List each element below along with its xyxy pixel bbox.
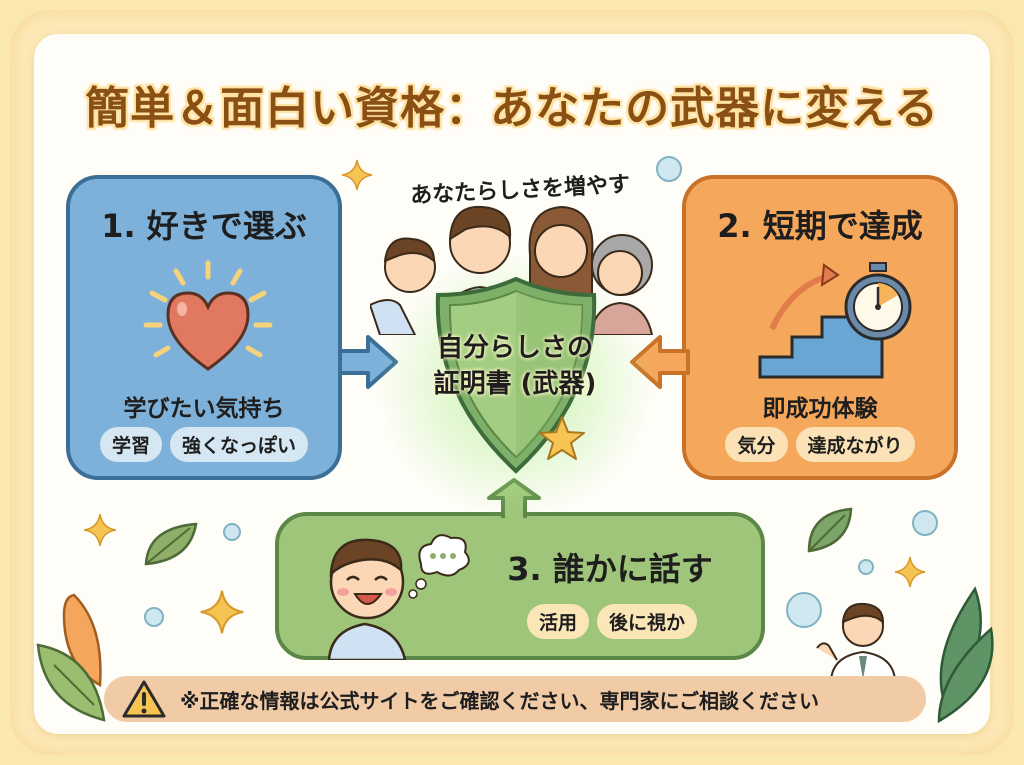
tag-pill: 達成ながり: [795, 427, 915, 462]
sparkle-icon: [341, 159, 373, 191]
bubble-icon: [144, 607, 164, 627]
leaves-corner-icon: [937, 586, 994, 724]
bubble-icon: [656, 156, 682, 182]
bubble-icon: [223, 523, 241, 541]
stopwatch-stairs-icon: [758, 262, 912, 379]
bubble-icon: [912, 510, 938, 536]
step-2-title: 2. 短期で達成: [717, 207, 923, 245]
step-2-card: 2. 短期で達成 即成功体験 気分 達成ながり: [682, 175, 958, 480]
disclaimer-banner: ※正確な情報は公式サイトをご確認ください、専門家にご相談ください: [104, 676, 926, 722]
center-line-1: 自分らしさの: [436, 333, 593, 363]
step-3-title: 3. 誰かに話す: [507, 550, 713, 588]
shield-icon: [435, 276, 597, 474]
tag-pill: 強くなっぽい: [170, 427, 309, 462]
leaf-icon: [144, 522, 198, 566]
tag-pill: 学習: [99, 427, 162, 462]
sparkle-icon: [200, 590, 244, 634]
center-line-2: 証明書 (武器): [433, 369, 597, 399]
step-1-subtitle: 学びたい気持ち: [123, 396, 285, 422]
step-2-subtitle: 即成功体験: [762, 396, 878, 422]
heart-icon: [143, 260, 273, 371]
doctor-icon: [816, 602, 897, 680]
center-label: 自分らしさの 証明書 (武器): [390, 330, 640, 402]
star-icon: [539, 416, 585, 460]
bubble-icon: [786, 592, 822, 628]
leaf-icon: [807, 507, 853, 553]
sparkle-icon: [894, 556, 926, 588]
page-title: 簡単＆面白い資格：あなたの武器に変える: [85, 83, 939, 134]
warning-icon: [122, 680, 166, 718]
tag-pill: 後に視か: [597, 604, 698, 639]
disclaimer-text: ※正確な情報は公式サイトをご確認ください、専門家にご相談ください: [180, 688, 820, 713]
step-3-card: 3. 誰かに話す 活用 後に視か: [275, 512, 765, 660]
tag-pill: 気分: [725, 427, 788, 462]
sparkle-icon: [83, 513, 117, 547]
bubble-icon: [858, 559, 874, 575]
leaves-corner-icon: [36, 593, 106, 722]
step-1-card: 1. 好きで選ぶ 学びたい気持ち 学習 強くなっぽい: [66, 175, 342, 480]
speaking-person-icon: [327, 534, 470, 660]
step-1-title: 1. 好きで選ぶ: [101, 207, 307, 245]
tag-pill: 活用: [526, 604, 589, 639]
